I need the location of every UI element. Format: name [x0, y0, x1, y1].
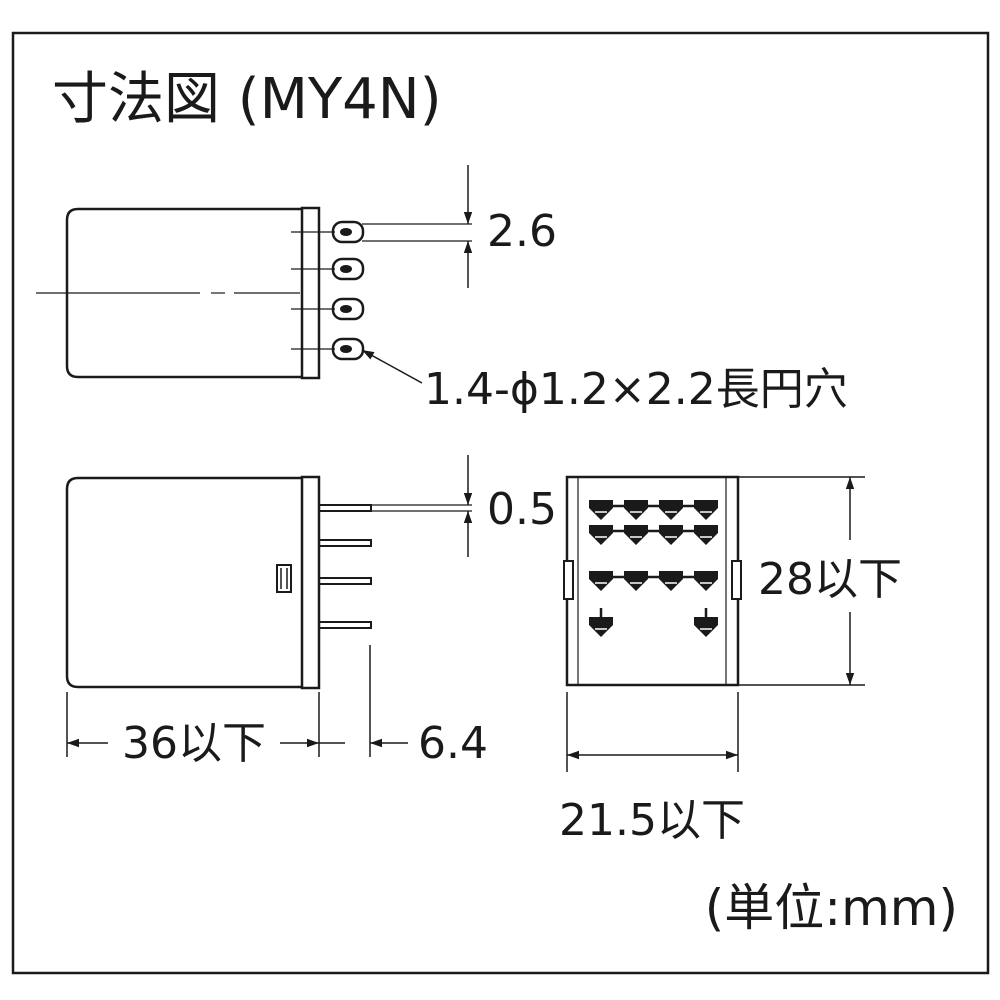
terminal-hole — [331, 257, 365, 281]
terminal-length-label: 6.4 — [418, 718, 488, 769]
drawing-border — [11, 31, 990, 975]
width-dimension-label: 21.5以下 — [559, 795, 745, 846]
terminal-pin — [318, 577, 372, 585]
side-view-body — [65, 476, 302, 689]
top-view-base — [300, 206, 321, 380]
hole-dimension-label: 1.4-ϕ1.2×2.2長円穴 — [424, 364, 848, 415]
terminal-pin — [318, 504, 372, 512]
height-dimension-label: 28以下 — [758, 554, 902, 605]
drawing-title: 寸法図 (MY4N) — [52, 67, 442, 132]
terminal-pin — [318, 539, 372, 547]
unit-note: (単位:mm) — [705, 879, 958, 937]
hole-leader-line — [361, 349, 423, 384]
terminal-hole — [331, 220, 365, 244]
side-view-lock — [276, 564, 292, 593]
thickness-dimension-label: 0.5 — [487, 484, 557, 535]
terminal-array — [588, 499, 719, 638]
length-dimension-label: 36以下 — [122, 718, 266, 769]
side-view-base — [300, 475, 321, 690]
terminal-hole — [331, 337, 365, 361]
terminal-hole — [331, 297, 365, 321]
pitch-dimension-label: 2.6 — [487, 206, 557, 257]
side-view — [65, 455, 473, 757]
bottom-view — [563, 475, 865, 772]
terminal-pin — [318, 621, 372, 629]
top-view — [36, 165, 473, 384]
